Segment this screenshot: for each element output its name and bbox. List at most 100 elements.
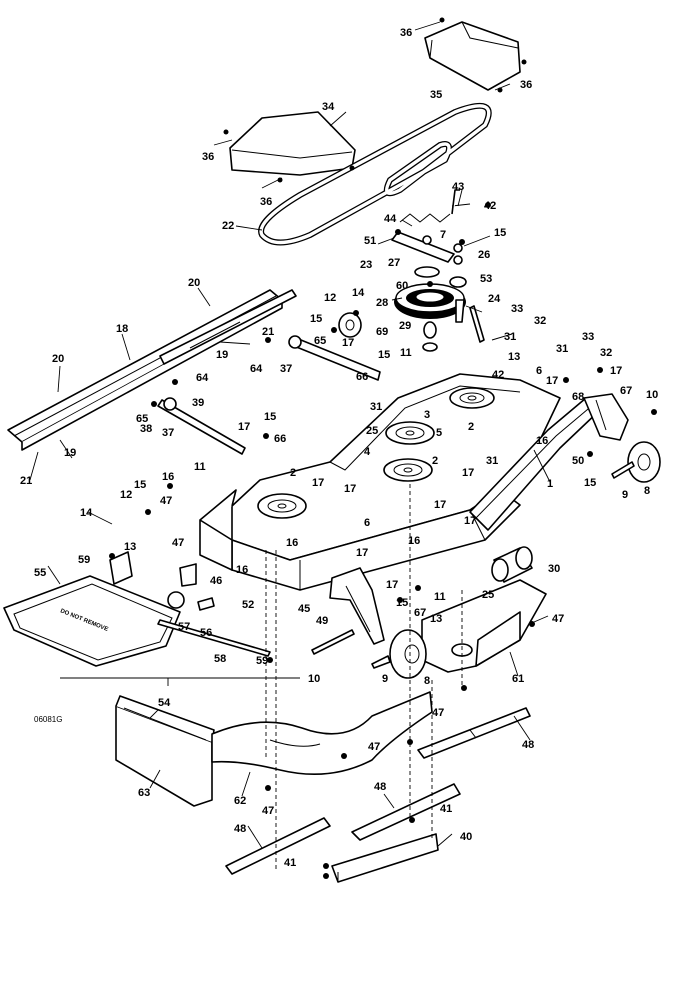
- callout-label: 31: [486, 455, 498, 467]
- callout-label: 44: [384, 213, 397, 225]
- callout-label: 24: [488, 293, 501, 305]
- callout-label: 11: [400, 347, 412, 359]
- blade-guard: [211, 691, 433, 775]
- callout-label: 11: [194, 461, 206, 473]
- gauge-roller: [491, 546, 533, 583]
- callout-label: 20: [188, 277, 200, 289]
- callout-label: 27: [388, 257, 400, 269]
- callout-label: 17: [610, 365, 622, 377]
- blade-left: [225, 817, 331, 875]
- callout-label: 15: [310, 313, 322, 325]
- caster-mount: [311, 567, 385, 655]
- callout-label: 58: [214, 653, 226, 665]
- callout-label: 32: [600, 347, 612, 359]
- callout-label: 59: [256, 655, 268, 667]
- callout-label: 1: [547, 478, 553, 490]
- blade-center: [351, 783, 461, 841]
- callout-label: 16: [236, 564, 248, 576]
- callout-label: 15: [264, 411, 276, 423]
- callout-label: 47: [552, 613, 564, 625]
- callout-label: 16: [162, 471, 174, 483]
- callout-label: 17: [464, 515, 476, 527]
- callout-label: 61: [512, 673, 524, 685]
- callout-label: 30: [548, 563, 560, 575]
- callout-label: 41: [440, 803, 452, 815]
- spindle-pulley-center-lower: [383, 458, 433, 482]
- rear-roller-right: [611, 441, 661, 483]
- callout-label: 10: [308, 673, 320, 685]
- callout-label: 65: [314, 335, 326, 347]
- callout-label: 17: [312, 477, 324, 489]
- drawing-id: 06081G: [34, 715, 62, 724]
- callout-label: 55: [34, 567, 46, 579]
- callout-label: 17: [434, 499, 446, 511]
- callout-label: 17: [462, 467, 474, 479]
- callout-label: 20: [52, 353, 64, 365]
- alignment-lines: [265, 484, 463, 870]
- callout-label: 54: [158, 697, 171, 709]
- callout-label: 6: [536, 365, 542, 377]
- discharge-chute: DO NOT REMOVE: [3, 551, 300, 679]
- callout-label: 29: [399, 320, 411, 332]
- callout-label: 63: [138, 787, 150, 799]
- callout-label: 48: [522, 739, 534, 751]
- callout-label: 11: [434, 591, 446, 603]
- callout-label: 17: [386, 579, 398, 591]
- callout-label: 64: [196, 372, 209, 384]
- callout-label: 64: [250, 363, 263, 375]
- callout-label: 38: [140, 423, 152, 435]
- callout-label: 68: [572, 391, 584, 403]
- callout-label: 31: [556, 343, 568, 355]
- callout-label: 35: [430, 89, 442, 101]
- callout-label: 2: [468, 421, 474, 433]
- callout-label: 65: [136, 413, 148, 425]
- callout-label: 45: [298, 603, 310, 615]
- callout-label: 36: [400, 27, 412, 39]
- callout-label: 22: [222, 220, 234, 232]
- callout-label: 48: [234, 823, 246, 835]
- callout-label: 3: [424, 409, 430, 421]
- callout-label: 13: [124, 541, 136, 553]
- callout-label: 15: [378, 349, 390, 361]
- belt-cover-left: [213, 111, 356, 189]
- callout-label: 10: [646, 389, 658, 401]
- front-roller: [157, 312, 381, 455]
- callout-label: 16: [408, 535, 420, 547]
- callout-label: 8: [644, 485, 650, 497]
- callout-label: 9: [382, 673, 388, 685]
- mulch-plate: [115, 695, 215, 807]
- callout-label: 51: [364, 235, 376, 247]
- callout-label: 14: [80, 507, 93, 519]
- callout-label: 13: [508, 351, 520, 363]
- drive-belt: [258, 102, 492, 246]
- callout-label: 12: [120, 489, 132, 501]
- callout-label: 33: [582, 331, 594, 343]
- callout-label: 8: [424, 675, 430, 687]
- drive-pulley: [394, 283, 466, 352]
- blade-right: [417, 707, 531, 759]
- callout-label: 42: [484, 200, 496, 212]
- callout-label: 39: [192, 397, 204, 409]
- callout-label: 25: [482, 589, 494, 601]
- callout-label: 2: [432, 455, 438, 467]
- callout-label: 47: [432, 707, 444, 719]
- callout-label: 53: [480, 273, 492, 285]
- callout-label: 16: [536, 435, 548, 447]
- callout-label: 4: [364, 446, 371, 458]
- callout-label: 12: [324, 292, 336, 304]
- callout-label: 66: [274, 433, 286, 445]
- callout-label: 15: [134, 479, 146, 491]
- callout-label: 69: [376, 326, 388, 338]
- callout-label: 6: [364, 517, 370, 529]
- blade-bracket: [331, 833, 439, 883]
- callout-label: 9: [622, 489, 628, 501]
- callout-label: 66: [356, 371, 368, 383]
- callout-label: 21: [20, 475, 32, 487]
- callout-label: 31: [504, 331, 516, 343]
- callout-label: 17: [342, 337, 354, 349]
- callout-label: 37: [162, 427, 174, 439]
- belt-cover-right: [414, 21, 521, 91]
- callout-label: 40: [460, 831, 472, 843]
